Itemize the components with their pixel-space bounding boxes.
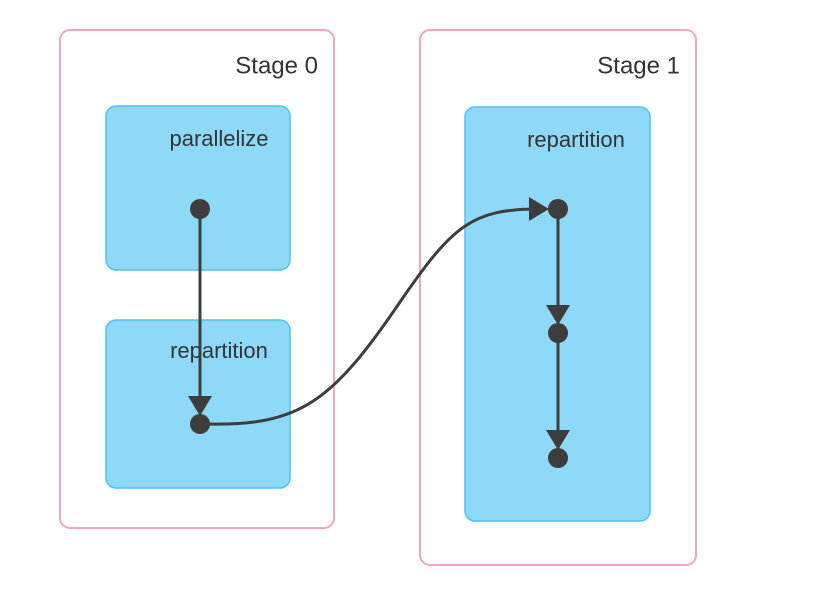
arrowhead-down-stage0 — [188, 396, 212, 416]
operation-repartition-stage-0-label: repartition — [170, 338, 268, 363]
operation-repartition-stage-1-label: repartition — [527, 127, 625, 152]
stage-0-label: Stage 0 — [235, 52, 318, 79]
edge-layer — [188, 197, 570, 450]
rdd-node-stage0-parallelize[interactable] — [190, 199, 210, 219]
stage-container-stage-0[interactable]: Stage 0 parallelize repartition — [59, 29, 335, 529]
stage-1-label: Stage 1 — [597, 52, 680, 79]
arrowhead-down-s1a — [546, 305, 570, 325]
operation-parallelize-box — [105, 105, 291, 271]
arrowhead-down-s1b — [546, 430, 570, 450]
edge-s1b-to-s1c[interactable] — [546, 333, 570, 450]
operation-parallelize[interactable]: parallelize — [105, 105, 291, 271]
operation-parallelize-label: parallelize — [169, 126, 268, 151]
rdd-node-stage0-repartition[interactable] — [190, 414, 210, 434]
rdd-node-stage1-first[interactable] — [548, 199, 568, 219]
arrowhead-right-stage1 — [529, 197, 549, 221]
edge-shuffle-line — [206, 207, 539, 426]
rdd-node-stage1-third[interactable] — [548, 448, 568, 468]
edge-parallelize-to-repartition[interactable] — [188, 209, 212, 416]
rdd-node-stage1-second[interactable] — [548, 323, 568, 343]
edge-s1a-to-s1b[interactable] — [546, 209, 570, 325]
node-layer — [190, 199, 568, 468]
edge-shuffle-stage0-to-stage1[interactable] — [206, 197, 549, 426]
